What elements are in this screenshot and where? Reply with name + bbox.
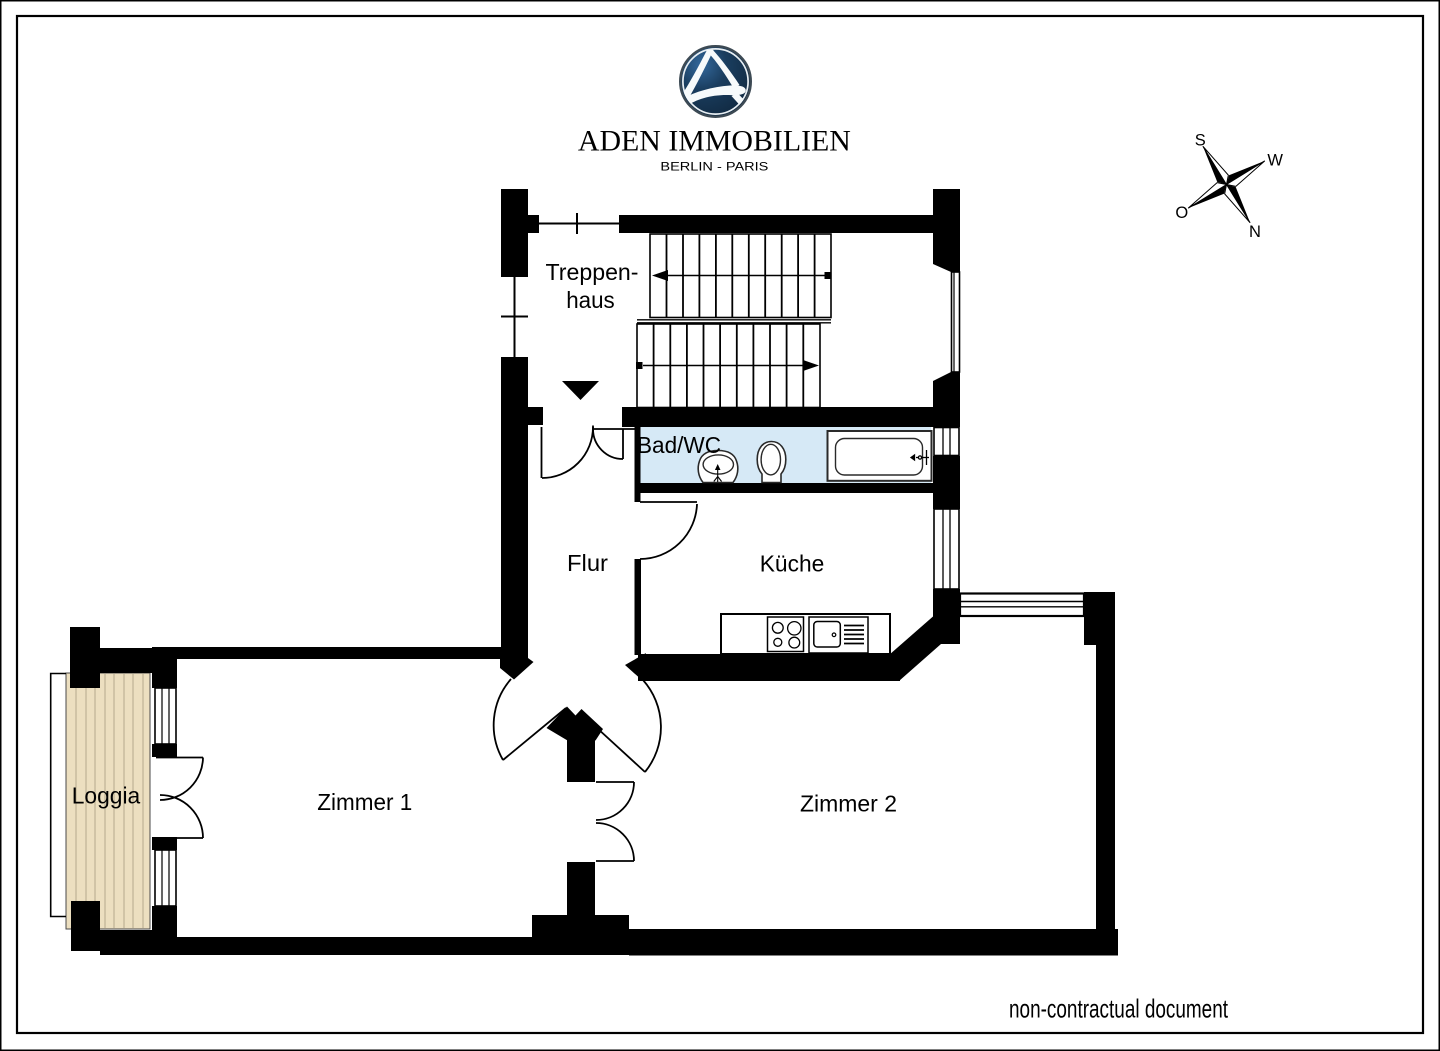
svg-text:W: W — [1267, 152, 1283, 170]
svg-text:O: O — [1175, 204, 1188, 222]
svg-text:Zimmer 1: Zimmer 1 — [317, 789, 412, 815]
svg-text:haus: haus — [566, 287, 615, 313]
svg-text:Flur: Flur — [567, 550, 608, 576]
svg-text:Loggia: Loggia — [72, 783, 141, 809]
svg-text:N: N — [1249, 223, 1261, 241]
svg-text:non-contractual document: non-contractual document — [1009, 994, 1229, 1024]
svg-text:ADEN IMMOBILIEN: ADEN IMMOBILIEN — [578, 125, 851, 158]
svg-text:Zimmer 2: Zimmer 2 — [800, 791, 897, 817]
svg-text:Küche: Küche — [760, 551, 825, 577]
svg-text:Treppen-: Treppen- — [546, 259, 639, 285]
svg-text:Bad/WC: Bad/WC — [637, 432, 721, 458]
svg-text:BERLIN - PARIS: BERLIN - PARIS — [660, 162, 768, 174]
svg-text:S: S — [1195, 132, 1206, 150]
